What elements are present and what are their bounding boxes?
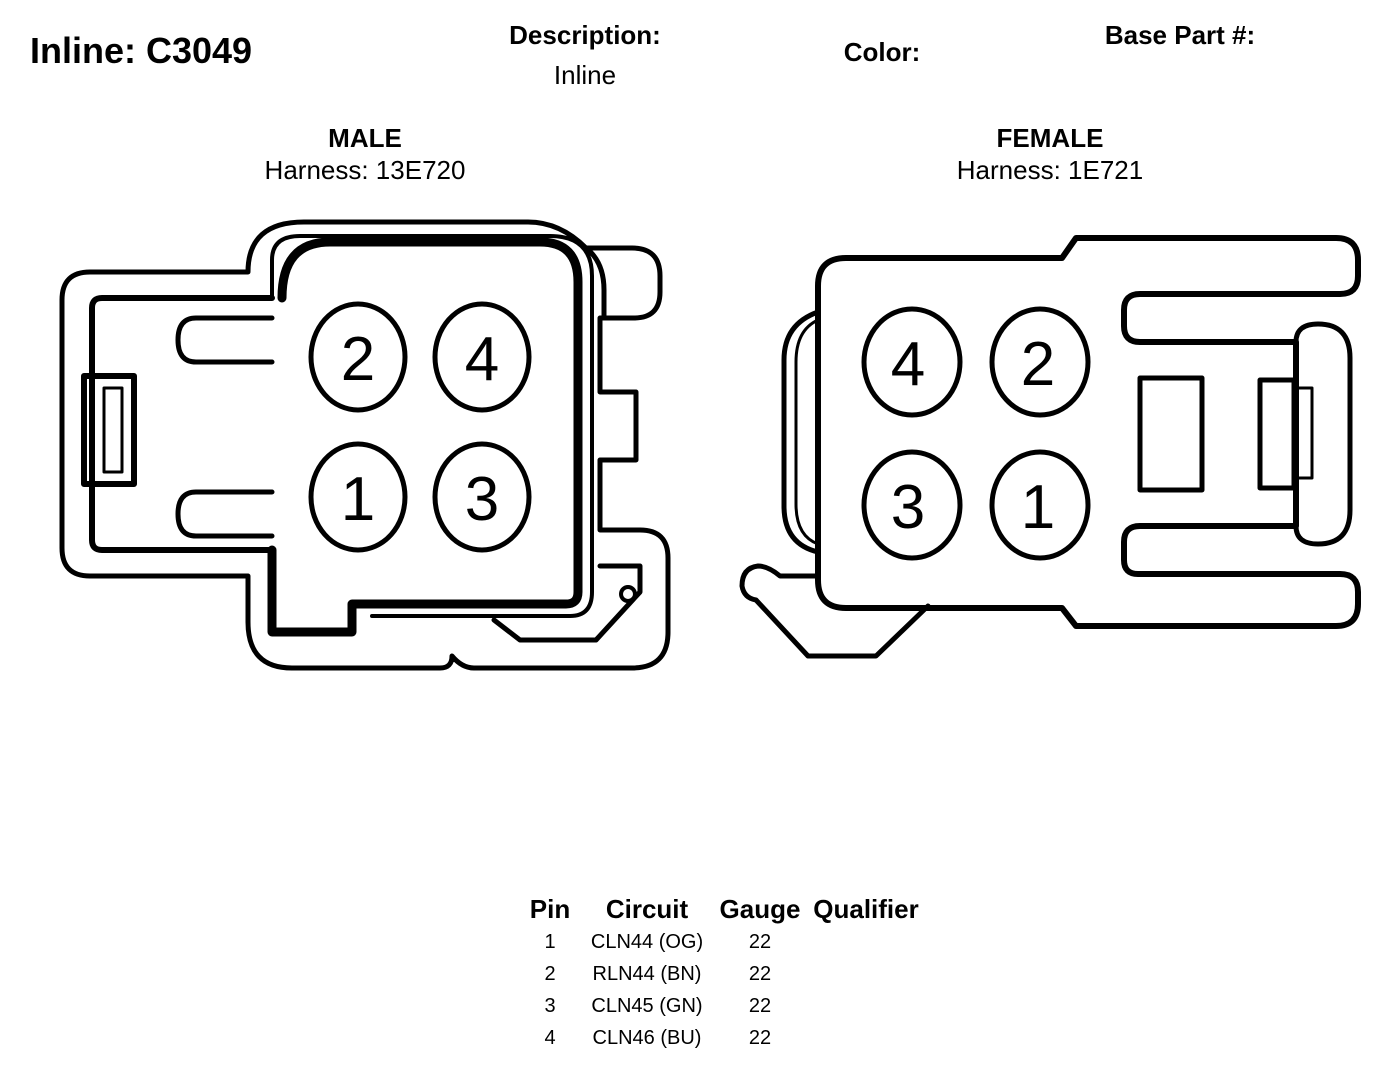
header-qualifier: Qualifier [813,893,919,924]
row-qualifier [806,990,926,1022]
pin-table: Pin Circuit Gauge Qualifier 1 CLN44 (OG)… [520,892,926,1054]
row-pin: 3 [544,994,556,1017]
female-harness: Harness: 1E721 [956,155,1144,185]
male-pin-1 [308,441,408,553]
row-qualifier [806,958,926,990]
male-pin-4 [432,301,532,413]
row-pin: 2 [544,962,556,985]
male-pin-2 [308,301,408,413]
male-connector-body [59,219,671,671]
table-row: 3 CLN45 (GN) 22 [520,990,926,1022]
header-gauge: Gauge [719,893,801,924]
table-row: 4 CLN46 (BU) 22 [520,1022,926,1054]
male-pin-2-label: 2 [341,325,375,394]
female-pin-3 [861,449,963,561]
row-circuit: CLN44 (OG) [590,930,704,953]
male-label: MALE [328,123,402,153]
female-pin-2 [989,306,1091,418]
row-circuit: CLN45 (GN) [591,994,703,1017]
header-circuit: Circuit [605,893,689,924]
color-label: Color: [843,37,921,67]
description-label: Description: [509,20,661,50]
description-value: Inline [553,60,617,90]
header-pin: Pin [529,893,571,924]
female-connector-body [739,235,1361,659]
female-pin-4-label: 4 [891,330,925,399]
table-row: 2 RLN44 (BN) 22 [520,958,926,990]
male-pin-3 [432,441,532,553]
female-label: FEMALE [996,123,1104,153]
row-gauge: 22 [748,994,772,1017]
row-gauge: 22 [748,962,772,985]
row-circuit: RLN44 (BN) [592,962,702,985]
female-pin-2-label: 2 [1021,330,1055,399]
row-pin: 4 [544,1026,556,1049]
male-pin-4-label: 4 [465,325,499,394]
connector-title: Inline: C3049 [30,30,253,71]
row-gauge: 22 [748,1026,772,1049]
female-pin-3-label: 3 [891,473,925,542]
row-qualifier [806,1022,926,1054]
pin-table-header: Pin Circuit Gauge Qualifier [520,892,926,926]
base-part-label: Base Part #: [1104,20,1256,50]
row-qualifier [806,926,926,958]
row-gauge: 22 [748,930,772,953]
female-pin-1-label: 1 [1021,473,1055,542]
female-pin-4 [861,306,963,418]
female-pin-1 [989,449,1091,561]
male-pin-3-label: 3 [465,465,499,534]
row-pin: 1 [544,930,556,953]
table-row: 1 CLN44 (OG) 22 [520,926,926,958]
male-harness: Harness: 13E720 [264,155,466,185]
row-circuit: CLN46 (BU) [592,1026,702,1049]
male-pin-1-label: 1 [341,465,375,534]
